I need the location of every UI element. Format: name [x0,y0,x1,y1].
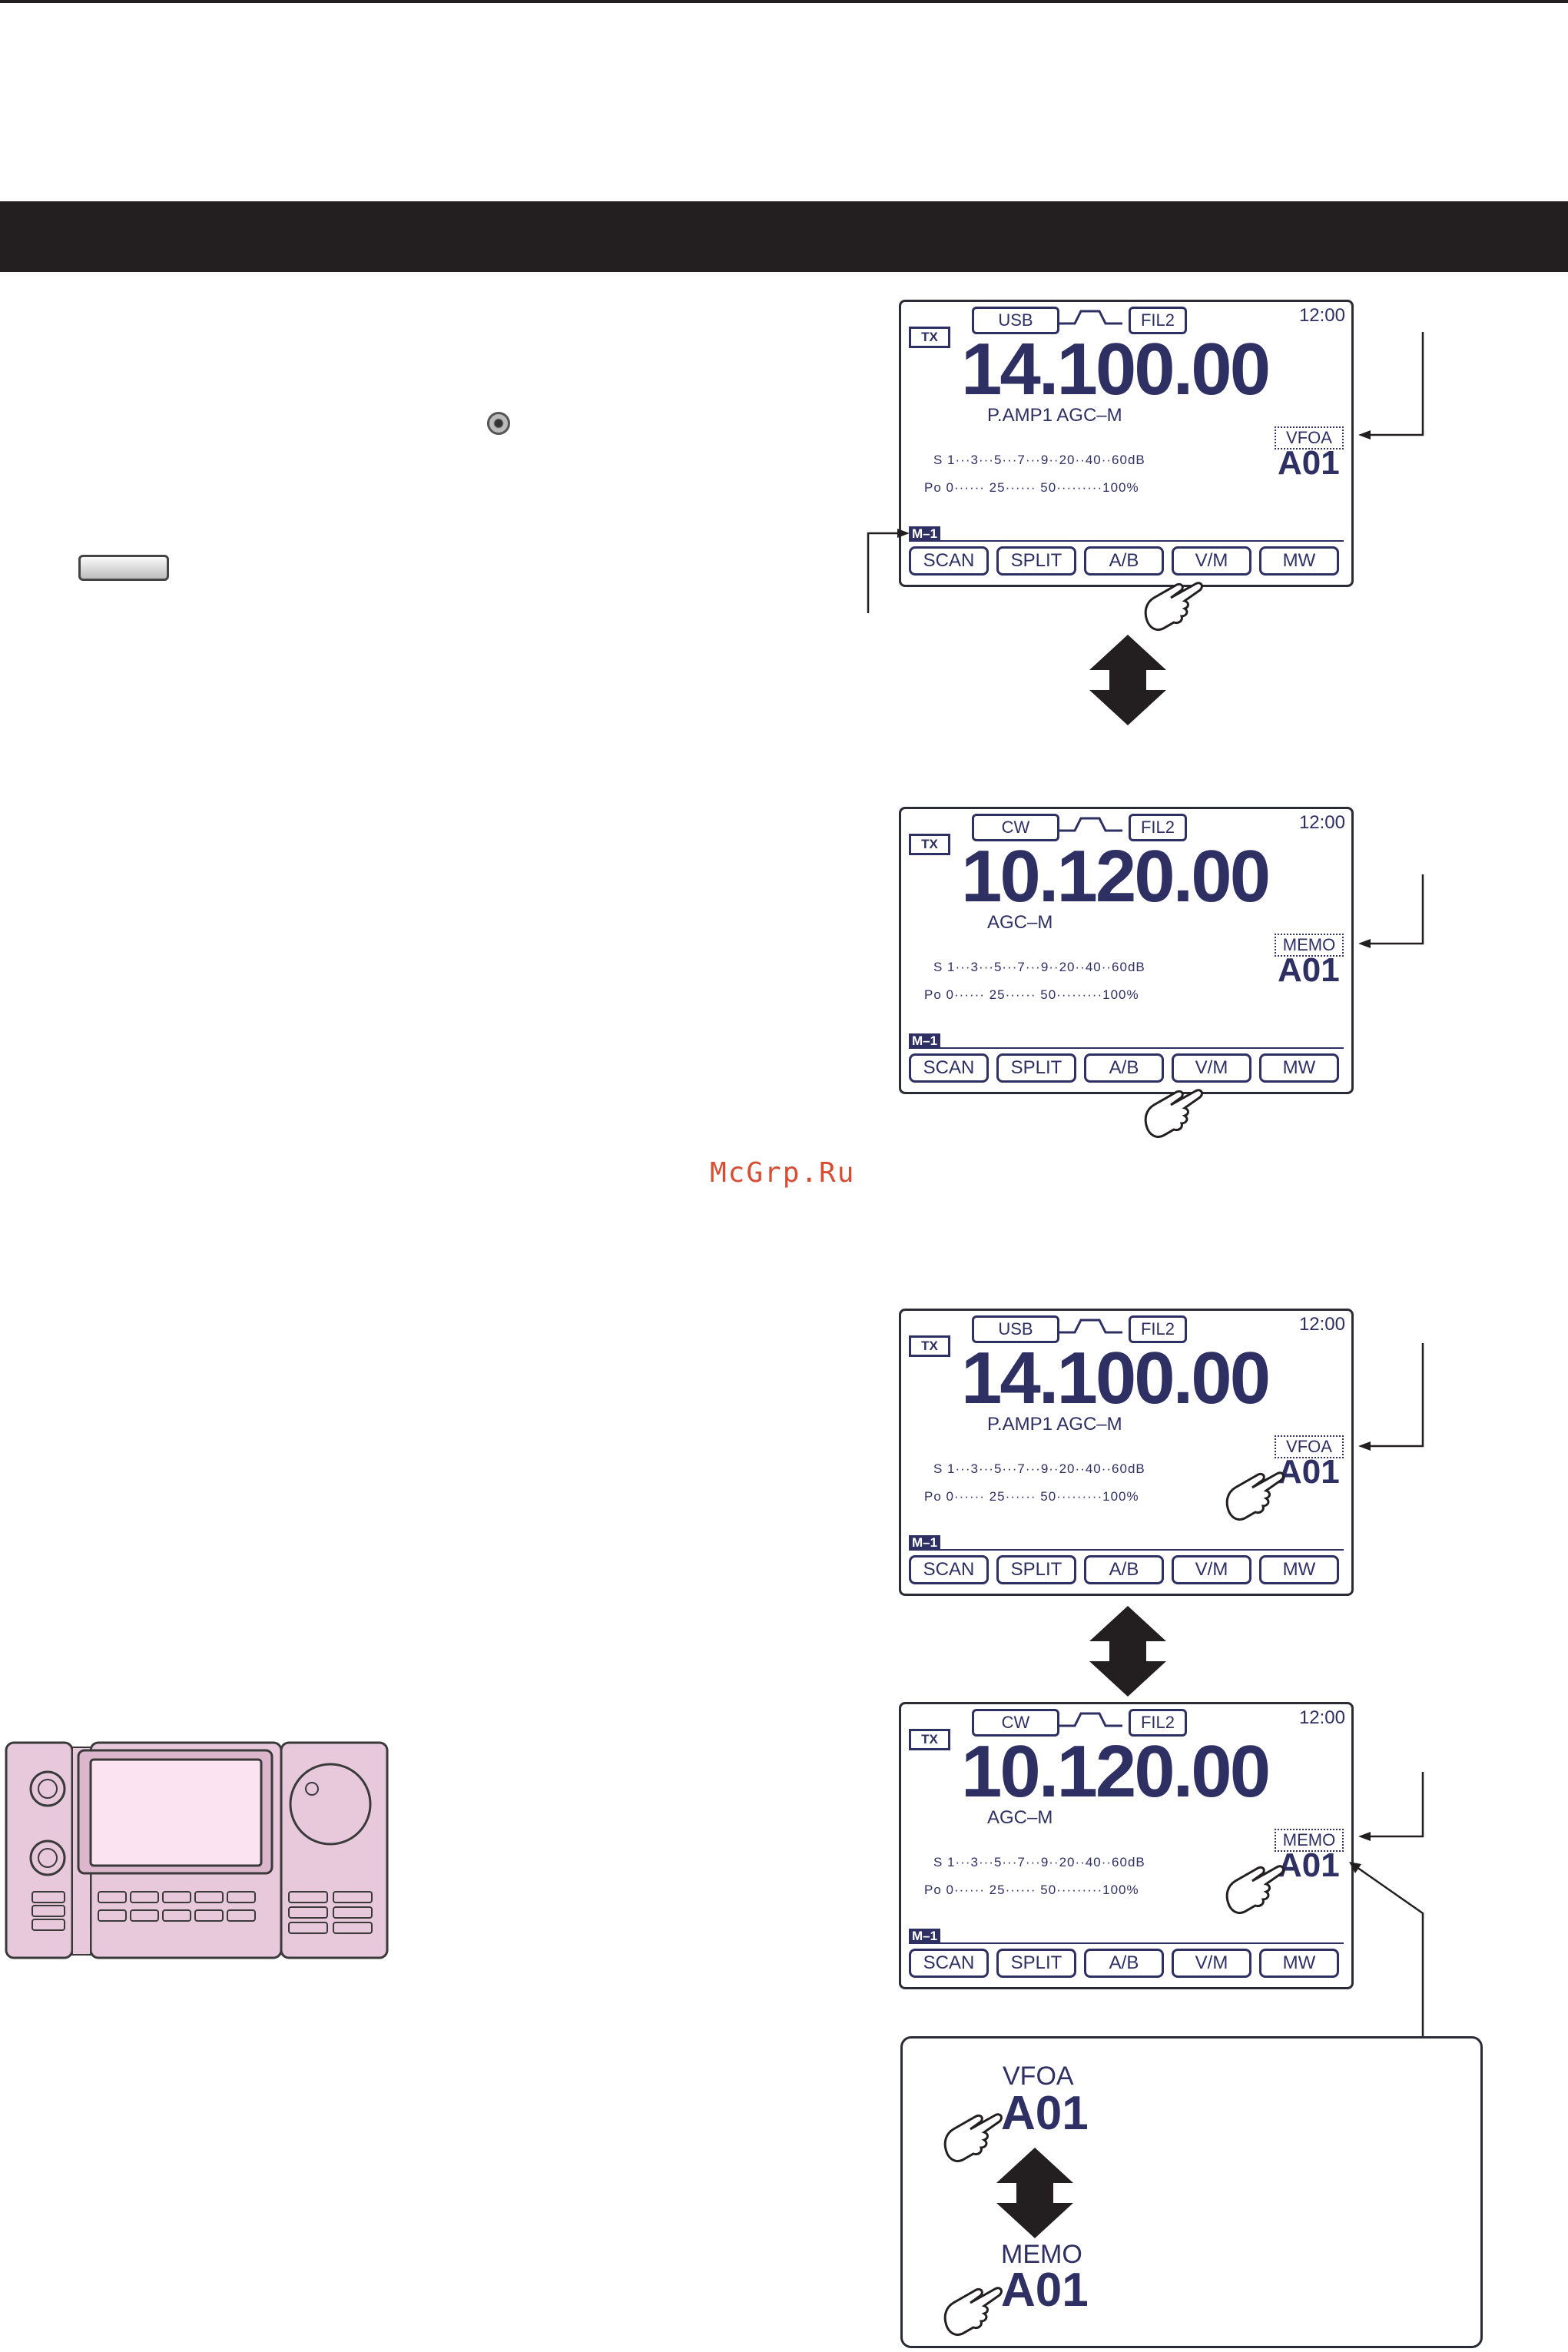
section-header-bar [0,201,1568,272]
mode-indicator[interactable]: USB [972,307,1059,334]
tx-indicator: TX [909,1335,950,1357]
vfo-memo-indicator: VFOA [1275,1435,1344,1458]
function-button[interactable]: V/M [1172,1053,1251,1083]
function-button[interactable]: MW [1259,1949,1339,1978]
function-button[interactable]: SCAN [909,1555,989,1584]
function-button[interactable]: MW [1259,1053,1339,1083]
filter-shape-icon [1058,310,1122,325]
front-key-icon [78,555,169,581]
menu-divider [909,1942,1344,1944]
function-button[interactable]: SCAN [909,1053,989,1083]
function-button[interactable]: MW [1259,1555,1339,1584]
filter-shape-icon [1058,817,1122,832]
menu-tag: M–1 [909,1033,941,1049]
detail-vfo-label: VFOA [1003,2062,1074,2091]
s-meter-scale: S 1···3···5···7···9··20··40··60dB [933,1461,1145,1476]
memory-channel[interactable]: A01 [1278,1453,1340,1491]
mode-toggle-detail-box: VFOA A01 MEMO A01 [900,2036,1483,2348]
s-meter-scale: S 1···3···5···7···9··20··40··60dB [933,453,1145,467]
menu-divider [909,1047,1344,1049]
function-button[interactable]: A/B [1084,1555,1164,1584]
function-button[interactable]: SCAN [909,546,989,576]
function-button[interactable]: V/M [1172,1949,1251,1978]
menu-tag: M–1 [909,1535,941,1551]
watermark: McGrp.Ru [710,1157,856,1189]
filter-shape-icon [1058,1712,1122,1727]
function-button[interactable]: A/B [1084,1053,1164,1083]
mode-indicator[interactable]: CW [972,814,1059,841]
s-meter-scale: S 1···3···5···7···9··20··40··60dB [933,1855,1145,1869]
po-meter-scale: Po 0······ 25······ 50·········100% [924,987,1139,1002]
preamp-agc-status: P.AMP1 AGC–M [987,1414,1122,1435]
vfo-memo-indicator: MEMO [1275,934,1344,957]
menu-tag: M–1 [909,1929,941,1944]
tx-indicator: TX [909,834,950,855]
detail-vfo-channel: A01 [1001,2087,1089,2140]
filter-indicator[interactable]: FIL2 [1129,814,1187,841]
memory-channel[interactable]: A01 [1278,444,1340,482]
vfo-memo-indicator: VFOA [1275,426,1344,450]
memory-channel[interactable]: A01 [1278,1846,1340,1884]
clock: 12:00 [1298,305,1345,326]
swap-arrow-icon [1089,1606,1166,1697]
function-button[interactable]: V/M [1172,1555,1251,1584]
filter-indicator[interactable]: FIL2 [1129,1315,1187,1343]
function-button[interactable]: A/B [1084,546,1164,576]
memory-channel[interactable]: A01 [1278,951,1340,989]
function-button[interactable]: SPLIT [996,546,1076,576]
swap-arrow-icon [996,2148,1073,2238]
detail-memo-channel: A01 [1001,2264,1089,2317]
filter-shape-icon [1058,1319,1122,1334]
touch-hand-icon [1144,1089,1203,1139]
function-button[interactable]: SPLIT [996,1555,1076,1584]
preamp-agc-status: AGC–M [987,1807,1053,1828]
po-meter-scale: Po 0······ 25······ 50·········100% [924,480,1139,495]
touch-hand-icon [1225,1471,1285,1521]
menu-tag: M–1 [909,526,941,542]
po-meter-scale: Po 0······ 25······ 50·········100% [924,1489,1139,1504]
s-meter-scale: S 1···3···5···7···9··20··40··60dB [933,960,1145,974]
filter-indicator[interactable]: FIL2 [1129,307,1187,334]
menu-divider [909,540,1344,542]
clock: 12:00 [1298,812,1345,833]
frequency-readout[interactable]: 14.100.00 [961,328,1271,410]
po-meter-scale: Po 0······ 25······ 50·········100% [924,1883,1139,1897]
clock: 12:00 [1298,1707,1345,1728]
vfo-memo-indicator: MEMO [1275,1829,1344,1852]
touch-hand-icon [943,2287,1003,2337]
frequency-readout[interactable]: 10.120.00 [961,1730,1271,1813]
touch-hand-icon [943,2113,1003,2163]
tx-indicator: TX [909,327,950,348]
top-rule [0,0,1568,3]
menu-divider [909,1549,1344,1551]
mode-indicator[interactable]: CW [972,1709,1059,1737]
swap-arrow-icon [1089,635,1166,725]
filter-indicator[interactable]: FIL2 [1129,1709,1187,1737]
frequency-readout[interactable]: 14.100.00 [961,1337,1271,1419]
touch-hand-icon [1144,582,1203,632]
clock: 12:00 [1298,1314,1345,1335]
function-button[interactable]: SCAN [909,1949,989,1978]
mode-indicator[interactable]: USB [972,1315,1059,1343]
function-button[interactable]: MW [1259,546,1339,576]
preamp-agc-status: AGC–M [987,912,1053,933]
callout-lines [867,332,1424,2036]
frequency-readout[interactable]: 10.120.00 [961,835,1271,917]
function-button[interactable]: SPLIT [996,1053,1076,1083]
dial-knob-icon [487,412,510,435]
function-button[interactable]: SPLIT [996,1949,1076,1978]
detail-memo-label: MEMO [1001,2240,1082,2269]
touch-hand-icon [1225,1865,1285,1915]
tx-indicator: TX [909,1729,950,1750]
function-button[interactable]: V/M [1172,546,1251,576]
function-button[interactable]: A/B [1084,1949,1164,1978]
radio-front-panel-illustration [5,1741,389,1959]
preamp-agc-status: P.AMP1 AGC–M [987,405,1122,426]
